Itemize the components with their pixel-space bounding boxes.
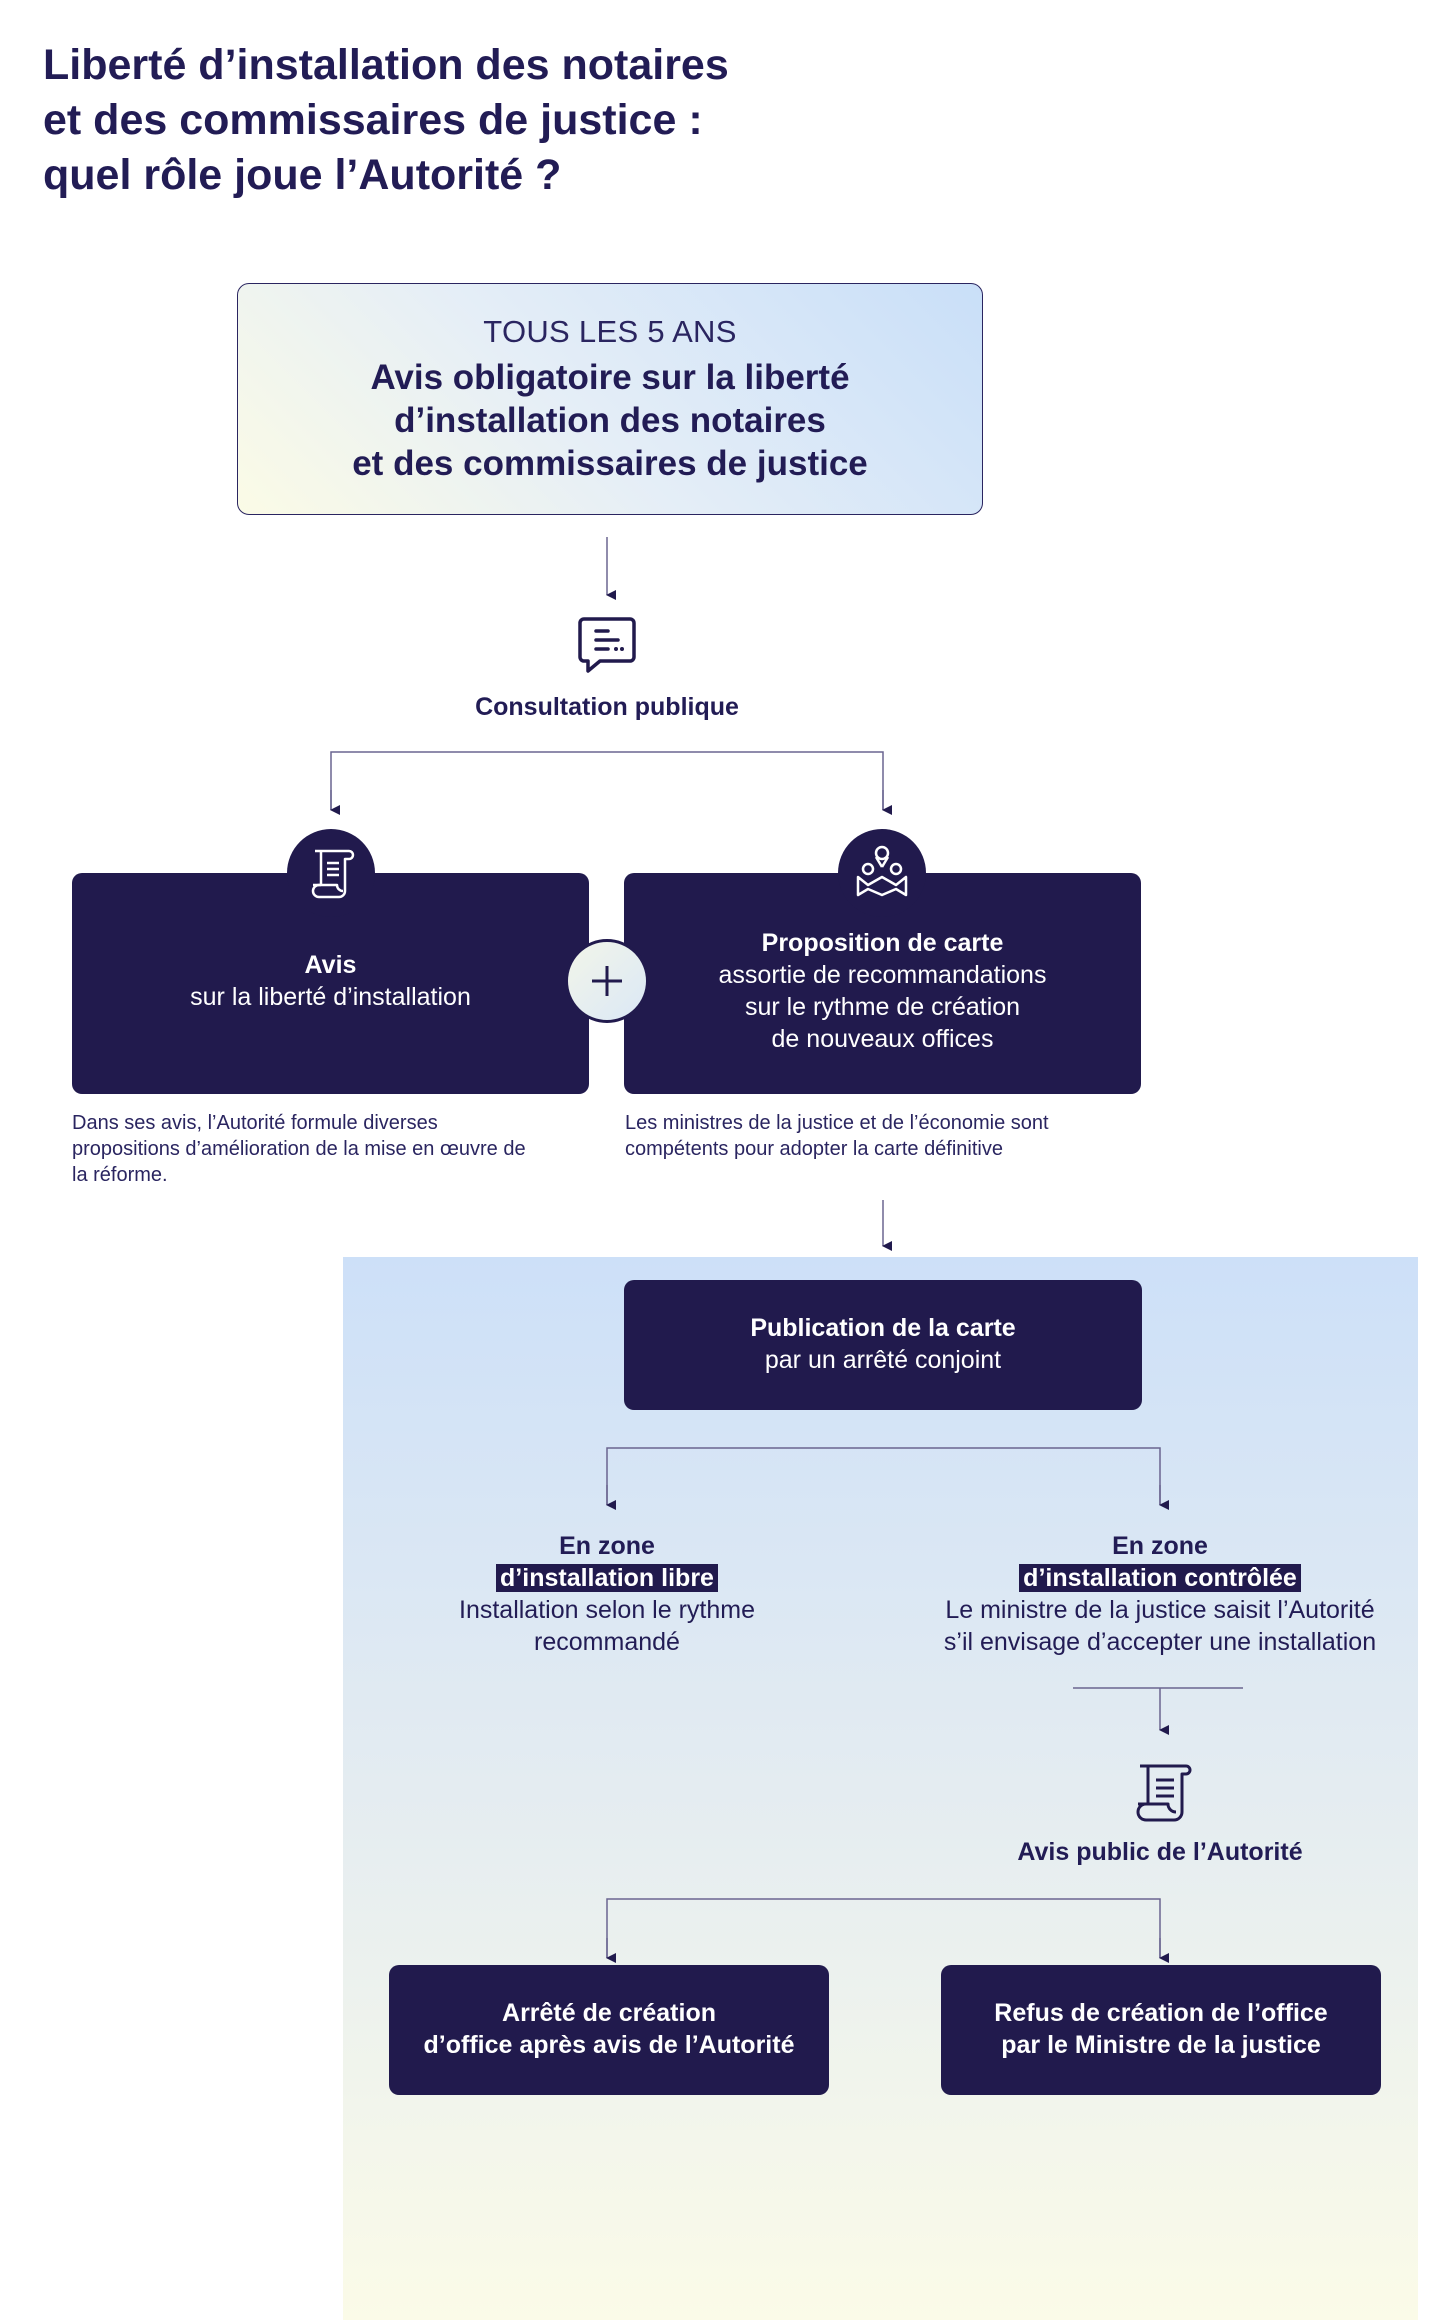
- arrete-card: Arrêté de création d’office après avis d…: [389, 1965, 829, 2095]
- mandatory-opinion-line-3: et des commissaires de justice: [352, 444, 868, 483]
- plus-icon: [565, 939, 649, 1023]
- carte-card-text: Proposition de carte assortie de recomma…: [624, 927, 1141, 1055]
- avis-note-line-2: propositions d’amélioration de la mise e…: [72, 1138, 526, 1160]
- carte-card-title: Proposition de carte: [761, 929, 1004, 957]
- mandatory-opinion-box: TOUS LES 5 ANS Avis obligatoire sur la l…: [237, 283, 983, 515]
- arrow-avis-public-split: [606, 1898, 1161, 1958]
- zone-libre: En zone d’installation libre Installatio…: [407, 1530, 807, 1658]
- publication-panel: [343, 1257, 1418, 2320]
- publication-subtitle: par un arrêté conjoint: [764, 1346, 1002, 1374]
- zone-controlee-line-1: En zone: [1112, 1532, 1208, 1560]
- title-line-3: quel rôle joue l’Autorité ?: [43, 151, 562, 199]
- avis-note: Dans ses avis, l’Autorité formule divers…: [72, 1110, 602, 1188]
- carte-card-line-1: assortie de recommandations: [718, 961, 1047, 989]
- arrete-line-2: d’office après avis de l’Autorité: [423, 2031, 795, 2059]
- zone-controlee-line-4: s’il envisage d’accepter une installatio…: [943, 1628, 1377, 1656]
- zone-controlee-line-3: Le ministre de la justice saisit l’Autor…: [945, 1596, 1375, 1624]
- publication-card-text: Publication de la carte par un arrêté co…: [624, 1312, 1142, 1376]
- carte-note-line-1: Les ministres de la justice et de l’écon…: [625, 1112, 1049, 1134]
- zone-libre-line-1: En zone: [559, 1532, 655, 1560]
- avis-card-title: Avis: [304, 951, 357, 979]
- arrete-card-text: Arrêté de création d’office après avis d…: [389, 1997, 829, 2061]
- refus-line-1: Refus de création de l’office: [994, 1999, 1328, 2027]
- arrow-consultation-split: [330, 751, 884, 810]
- frequency-label: TOUS LES 5 ANS: [483, 314, 737, 349]
- publication-title: Publication de la carte: [750, 1314, 1016, 1342]
- arrow-publication-split: [606, 1447, 1161, 1505]
- title-line-2: et des commissaires de justice :: [43, 96, 703, 144]
- refus-card: Refus de création de l’office par le Min…: [941, 1965, 1381, 2095]
- mandatory-opinion-line-1: Avis obligatoire sur la liberté: [370, 358, 850, 397]
- avis-note-line-1: Dans ses avis, l’Autorité formule divers…: [72, 1112, 438, 1134]
- zone-libre-highlight: d’installation libre: [496, 1564, 718, 1592]
- carte-note-line-2: compétents pour adopter la carte définit…: [625, 1138, 1003, 1160]
- refus-card-text: Refus de création de l’office par le Min…: [941, 1997, 1381, 2061]
- avis-public-label: Avis public de l’Autorité: [1017, 1838, 1303, 1866]
- zone-controlee: En zone d’installation contrôlée Le mini…: [900, 1530, 1420, 1658]
- zone-libre-line-3: Installation selon le rythme: [459, 1596, 755, 1624]
- avis-note-line-3: la réforme.: [72, 1164, 168, 1186]
- carte-card-line-3: de nouveaux offices: [771, 1025, 994, 1053]
- mandatory-opinion-line-2: d’installation des notaires: [394, 401, 826, 440]
- mandatory-opinion-title: Avis obligatoire sur la liberté d’instal…: [238, 356, 982, 485]
- arrete-line-1: Arrêté de création: [502, 1999, 716, 2027]
- publication-card: Publication de la carte par un arrêté co…: [624, 1280, 1142, 1410]
- avis-card-subtitle: sur la liberté d’installation: [190, 983, 471, 1011]
- zone-controlee-highlight: d’installation contrôlée: [1019, 1564, 1301, 1592]
- scroll-icon: [287, 829, 375, 917]
- refus-line-2: par le Ministre de la justice: [1001, 2031, 1321, 2059]
- carte-card-line-2: sur le rythme de création: [744, 993, 1021, 1021]
- consultation-label: Consultation publique: [475, 693, 739, 721]
- chat-document-icon: [578, 615, 636, 675]
- title-line-1: Liberté d’installation des notaires: [43, 41, 729, 89]
- carte-note: Les ministres de la justice et de l’écon…: [625, 1110, 1155, 1162]
- zone-libre-line-4: recommandé: [534, 1628, 680, 1656]
- page-title: Liberté d’installation des notaires et d…: [43, 38, 943, 203]
- map-pins-icon: [838, 829, 926, 917]
- avis-card-text: Avis sur la liberté d’installation: [72, 949, 589, 1013]
- scroll-icon-avis-public: [1128, 1760, 1194, 1826]
